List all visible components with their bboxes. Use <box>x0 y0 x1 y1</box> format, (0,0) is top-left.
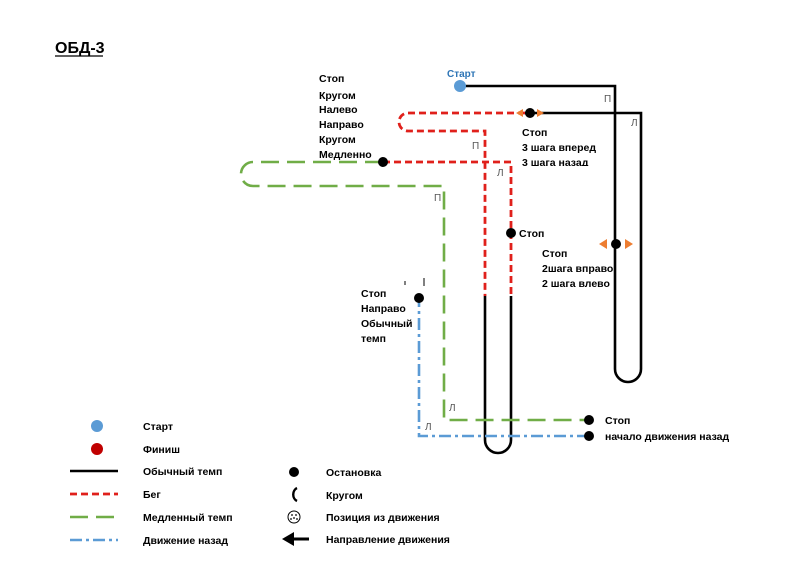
svg-text:Стоп: Стоп <box>542 248 567 260</box>
stop-steps-forward-back: Стоп 3 шага вперед 3 шага назад <box>522 127 596 169</box>
svg-text:П: П <box>434 193 441 204</box>
svg-text:Медленно: Медленно <box>319 149 372 161</box>
svg-text:Направо: Направо <box>361 303 406 315</box>
route-backward <box>417 298 589 438</box>
legend-normal-label: Обычный темп <box>143 466 222 478</box>
svg-text:Л: Л <box>425 422 432 433</box>
svg-text:Стоп: Стоп <box>319 73 344 85</box>
svg-text:3 шага вперед: 3 шага вперед <box>522 142 596 154</box>
legend-about-turn-icon <box>292 486 298 503</box>
route-run <box>397 111 525 296</box>
legend-direction-arrow-icon <box>282 532 309 546</box>
backward-start-label: начало движения назад <box>605 431 730 443</box>
legend-start-symbol <box>91 420 103 432</box>
diagram-title: ОБД-3 <box>55 40 105 57</box>
stop-marker <box>584 415 594 425</box>
svg-text:2шага вправо: 2шага вправо <box>542 263 613 275</box>
legend: Старт Финиш Обычный темп Бег Медленный т… <box>70 420 450 547</box>
stop-end-label: Стоп <box>605 415 630 427</box>
stop-simple-label: Стоп <box>519 228 544 240</box>
svg-text:Налево: Налево <box>319 104 358 116</box>
legend-start-label: Старт <box>143 421 173 433</box>
route-slow <box>239 160 589 422</box>
route-normal-start-loop <box>460 84 643 384</box>
legend-slow-label: Медленный темп <box>143 512 233 524</box>
route-run-2 <box>383 160 513 296</box>
svg-text:Л: Л <box>497 168 504 179</box>
legend-finish-label: Финиш <box>143 444 180 456</box>
position-arrow-horizontal <box>599 239 633 249</box>
route-normal-down-loop <box>483 296 513 455</box>
stop-marker <box>414 293 424 303</box>
legend-direction-label: Направление движения <box>326 534 450 546</box>
svg-text:темп: темп <box>361 333 386 345</box>
stop-commands-1: Стоп Кругом Налево Направо Кругом Медлен… <box>319 73 372 161</box>
legend-stop-label: Остановка <box>326 467 381 479</box>
svg-text:Стоп: Стоп <box>361 288 386 300</box>
legend-run-label: Бег <box>143 489 161 501</box>
stop-right-normal: Стоп Направо Обычный темп <box>361 288 412 345</box>
stop-marker <box>378 157 388 167</box>
svg-text:2 шага влево: 2 шага влево <box>542 278 610 290</box>
legend-about-turn-label: Кругом <box>326 490 363 502</box>
legend-stop-symbol <box>289 467 299 477</box>
svg-text:Стоп: Стоп <box>522 127 547 139</box>
stop-marker <box>584 431 594 441</box>
start-marker <box>454 80 466 92</box>
svg-text:П: П <box>472 141 479 152</box>
start-label: Старт <box>447 69 476 80</box>
svg-text:Направо: Направо <box>319 119 364 131</box>
svg-text:Обычный: Обычный <box>361 318 412 330</box>
svg-text:Л: Л <box>449 403 456 414</box>
svg-text:П: П <box>604 94 611 105</box>
stop-steps-right-left: Стоп 2шага вправо 2 шага влево <box>542 248 613 290</box>
legend-finish-symbol <box>91 443 103 455</box>
svg-text:Л: Л <box>631 118 638 129</box>
position-arrow-horizontal <box>516 109 544 117</box>
legend-backward-label: Движение назад <box>143 535 228 547</box>
legend-position-label: Позиция из движения <box>326 512 440 524</box>
svg-text:Кругом: Кругом <box>319 90 356 102</box>
label-mask <box>515 166 595 172</box>
stop-marker <box>506 228 516 238</box>
turn-markers: П Л П Л П Л Л <box>425 94 638 433</box>
stop-marker <box>611 239 621 249</box>
stop-marker <box>525 108 535 118</box>
legend-position-icon <box>287 510 301 524</box>
svg-text:Кругом: Кругом <box>319 134 356 146</box>
